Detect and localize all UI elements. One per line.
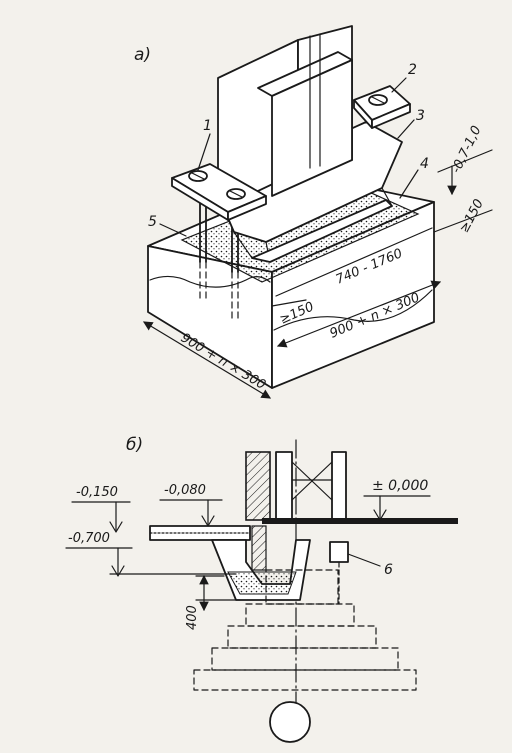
figure-a: а) <box>134 25 493 399</box>
figure-b: б) <box>65 435 458 743</box>
callout-3: 3 <box>416 108 425 124</box>
dim-400-label: 400 <box>185 605 200 630</box>
trench <box>211 525 311 601</box>
nut-icon <box>188 170 208 182</box>
elevation-zero: ± 0,000 <box>372 478 428 494</box>
elevation-minus-0150: -0,150 <box>76 485 118 500</box>
elevation-minus-0080: -0,080 <box>164 483 206 498</box>
column-flange-front <box>271 59 353 197</box>
callout-1: 1 <box>203 118 212 134</box>
nut-icon <box>368 94 388 106</box>
callout-6: 6 <box>384 562 393 578</box>
figure-a-label: а) <box>134 45 151 65</box>
footing <box>193 569 417 691</box>
callouts-a: 1 2 3 4 5 <box>148 62 429 237</box>
axis-marker <box>269 701 311 743</box>
dim-depth: -0,7-1,0 <box>449 124 485 176</box>
bolt-plate-left <box>171 163 267 221</box>
callout-5: 5 <box>148 214 157 230</box>
elevations: -0,150 -0,080 -0,700 ± 0,000 <box>65 478 431 577</box>
trench-fill <box>227 571 297 595</box>
callout-4: 4 <box>420 156 429 172</box>
bolt-plate-right <box>353 85 411 129</box>
floor-slab <box>262 518 458 524</box>
dim-edge-right: ≥150 <box>457 197 487 236</box>
column-section <box>245 439 347 707</box>
figure-b-label: б) <box>126 435 143 455</box>
anchor-plate <box>329 541 349 563</box>
nut-icon <box>226 188 246 200</box>
elevation-minus-0700: -0,700 <box>68 531 110 546</box>
wall-hatched <box>245 451 271 521</box>
base-plate <box>251 199 393 263</box>
steel-column <box>217 25 353 211</box>
floor <box>149 518 458 541</box>
callout-2: 2 <box>408 62 417 78</box>
dim-400: 400 <box>185 574 241 630</box>
